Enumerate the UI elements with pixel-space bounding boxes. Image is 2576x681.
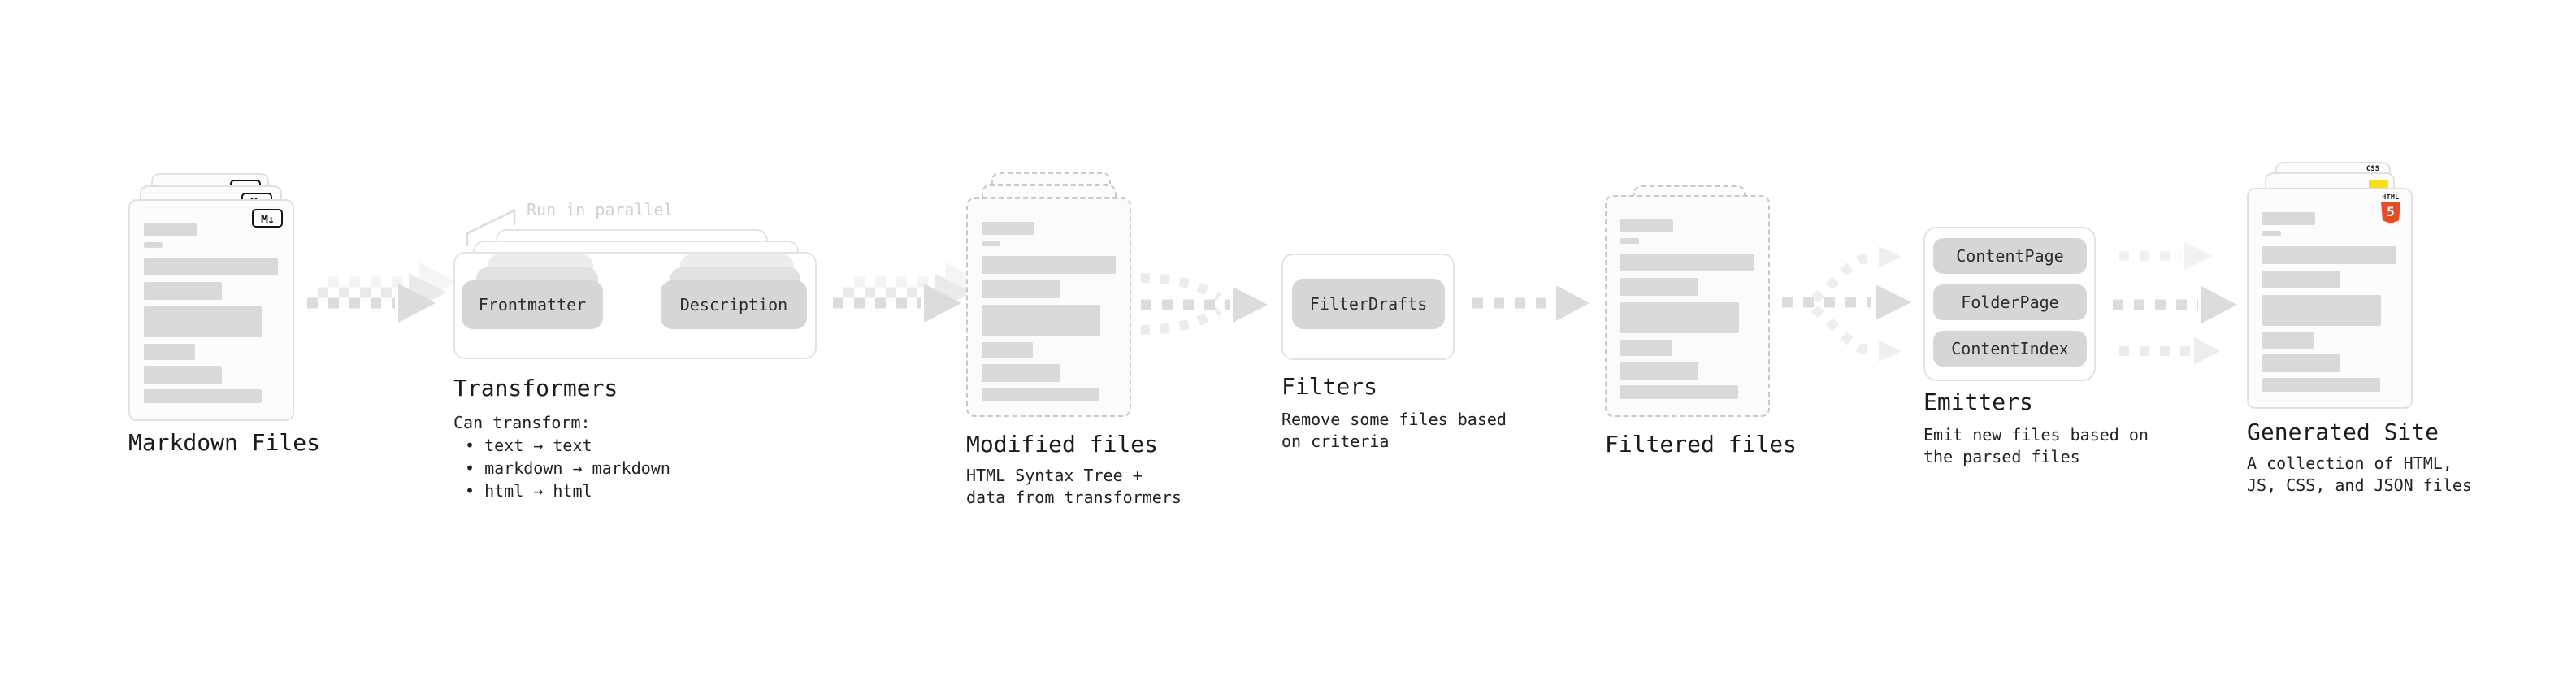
text-placeholder-bar — [144, 389, 262, 403]
filtered-file-card-front — [1605, 195, 1770, 417]
text-placeholder-bar — [982, 305, 1100, 336]
text-placeholder-bar — [1620, 302, 1739, 333]
arrow-emitters-to-generated — [2113, 241, 2237, 365]
stage-label-modified-files: Modified files — [966, 431, 1159, 458]
run-in-parallel-note: Run in parallel — [527, 200, 674, 219]
text-placeholder-bar — [2262, 271, 2340, 288]
transformers-desc-title: Can transform: — [453, 413, 591, 432]
arrow-modified-to-filters-merge — [1140, 273, 1268, 335]
stage-label-generated-site: Generated Site — [2247, 419, 2439, 445]
transformers-description: Can transform: • text → text • markdown … — [453, 411, 670, 502]
text-placeholder-bar — [982, 280, 1060, 298]
stage-label-markdown-files: Markdown Files — [128, 429, 321, 456]
arrow-filtered-to-emitters-split — [1782, 246, 1911, 362]
document-content-placeholder — [144, 223, 279, 403]
text-placeholder-bar — [144, 242, 163, 248]
text-placeholder-bar — [1620, 219, 1673, 232]
bullet-text: markdown → markdown — [484, 458, 670, 478]
stage-label-filters: Filters — [1281, 373, 1378, 400]
document-content-placeholder — [2262, 212, 2397, 392]
text-placeholder-bar — [1620, 278, 1698, 296]
filterdrafts-button: FilterDrafts — [1292, 279, 1445, 329]
text-placeholder-bar — [982, 388, 1099, 401]
generated-site-description: A collection of HTML, JS, CSS, and JSON … — [2247, 453, 2472, 495]
bullet-icon: • — [465, 436, 475, 455]
text-placeholder-bar — [2262, 212, 2315, 225]
generated-html-card-front: HTML 5 — [2247, 188, 2413, 409]
transformers-bullet: • markdown → markdown — [453, 457, 670, 479]
text-placeholder-bar — [1620, 254, 1754, 271]
text-placeholder-bar — [982, 364, 1060, 382]
text-placeholder-bar — [1620, 340, 1672, 356]
run-in-parallel-callout-line — [466, 209, 516, 246]
text-placeholder-bar — [1620, 362, 1698, 380]
description-button: Description — [661, 280, 807, 329]
text-placeholder-bar — [2262, 295, 2381, 326]
stage-label-filtered-files: Filtered files — [1605, 431, 1798, 458]
text-placeholder-bar — [982, 256, 1116, 274]
contentpage-button: ContentPage — [1933, 238, 2087, 274]
markdown-file-card-front: M↓ — [128, 199, 294, 421]
text-placeholder-bar — [144, 344, 195, 360]
arrow-transformers-to-modified — [833, 262, 982, 323]
javascript-icon — [2369, 180, 2388, 190]
folderpage-button: FolderPage — [1933, 284, 2087, 320]
html5-icon: HTML 5 — [2379, 193, 2402, 223]
text-placeholder-bar — [2262, 231, 2281, 236]
stage-label-emitters: Emitters — [1923, 388, 2033, 415]
emitters-description: Emit new files based on the parsed files — [1923, 425, 2149, 466]
stage-label-transformers: Transformers — [453, 375, 618, 401]
text-placeholder-bar — [2262, 332, 2314, 349]
text-placeholder-bar — [982, 241, 1000, 246]
text-placeholder-bar — [144, 258, 278, 275]
bullet-text: html → html — [484, 481, 592, 501]
text-placeholder-bar — [1620, 385, 1738, 399]
text-placeholder-bar — [982, 222, 1034, 235]
modified-file-card-front — [966, 197, 1131, 417]
arrow-markdown-to-transformers — [307, 262, 457, 323]
text-placeholder-bar — [2262, 354, 2340, 372]
text-placeholder-bar — [144, 306, 262, 337]
frontmatter-button: Frontmatter — [462, 280, 603, 329]
contentindex-button: ContentIndex — [1933, 331, 2087, 367]
markdown-icon: M↓ — [252, 209, 283, 228]
transformers-bullet: • text → text — [453, 434, 670, 457]
document-content-placeholder — [982, 222, 1116, 401]
arrow-filters-to-filtered — [1472, 285, 1589, 321]
modified-files-description: HTML Syntax Tree + data from transformer… — [966, 466, 1182, 507]
text-placeholder-bar — [1620, 238, 1639, 244]
bullet-icon: • — [465, 481, 475, 501]
bullet-icon: • — [465, 458, 475, 478]
text-placeholder-bar — [144, 282, 222, 300]
document-content-placeholder — [1620, 219, 1754, 399]
text-placeholder-bar — [144, 366, 222, 384]
text-placeholder-bar — [982, 342, 1033, 358]
filters-description: Remove some files based on criteria — [1281, 410, 1507, 451]
text-placeholder-bar — [2262, 246, 2396, 264]
text-placeholder-bar — [144, 223, 197, 236]
transformers-bullet: • html → html — [453, 479, 670, 502]
text-placeholder-bar — [2262, 378, 2380, 392]
bullet-text: text → text — [484, 436, 592, 455]
